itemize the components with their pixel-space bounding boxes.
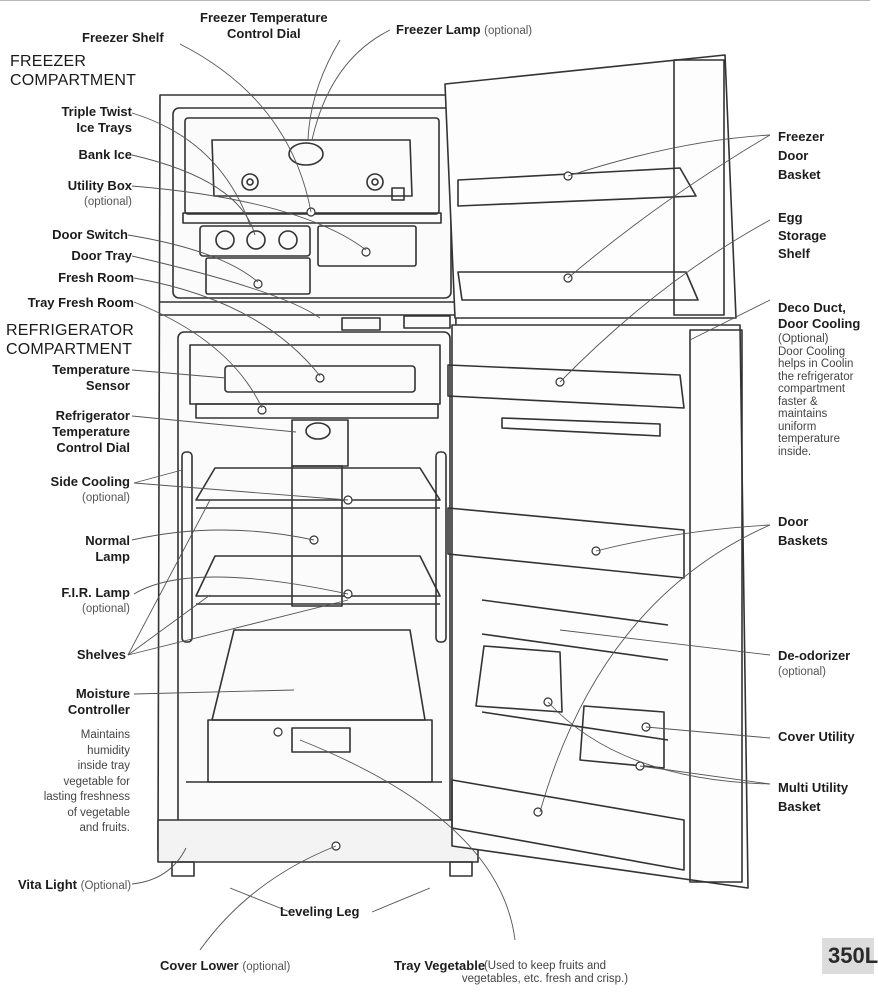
label-side-cooling: Side Cooling (optional): [50, 474, 130, 504]
label-deco-duct: Deco Duct, Door Cooling: [778, 300, 861, 331]
label-door-switch: Door Switch: [52, 227, 128, 242]
label-cover-lower: Cover Lower (optional): [160, 958, 291, 973]
label-freezer-shelf: Freezer Shelf: [82, 30, 164, 45]
label-freezer-temp-dial: Freezer Temperature Control Dial: [200, 10, 328, 41]
label-fresh-room: Fresh Room: [58, 270, 134, 285]
label-tray-fresh-room: Tray Fresh Room: [27, 295, 134, 310]
refrigerator-compartment-heading: REFRIGERATOR COMPARTMENT: [6, 322, 135, 358]
label-moisture-controller: Moisture Controller: [67, 686, 130, 717]
model-badge: 350L: [822, 938, 878, 974]
label-triple-twist-ice-trays: Triple Twist Ice Trays: [61, 104, 132, 135]
label-deco-duct-description: (Optional) Door Cooling helps in Coolin …: [778, 333, 854, 458]
label-bank-ice: Bank Ice: [78, 147, 132, 162]
label-freezer-door-basket: Freezer Door Basket: [778, 129, 825, 182]
label-tray-vegetable-description: (Used to keep fruits and vegetables, etc…: [461, 960, 629, 985]
label-refrigerator-temp-dial: Refrigerator Temperature Control Dial: [52, 408, 130, 455]
label-shelves: Shelves: [76, 647, 126, 662]
label-utility-box: Utility Box (optional): [67, 178, 132, 208]
label-tray-vegetable: Tray Vegetable: [394, 958, 486, 973]
label-door-baskets: Door Baskets: [778, 514, 828, 548]
top-rule: [0, 0, 870, 1]
label-leveling-leg: Leveling Leg: [280, 904, 360, 919]
label-temperature-sensor: Temperature Sensor: [52, 362, 130, 393]
label-freezer-lamp: Freezer Lamp (optional): [396, 22, 533, 37]
freezer-compartment-heading: FREEZER COMPARTMENT: [10, 53, 137, 89]
label-multi-utility-basket: Multi Utility Basket: [778, 780, 849, 814]
label-deodorizer: De-odorizer (optional): [778, 648, 851, 678]
label-vita-light: Vita Light (Optional): [18, 877, 132, 892]
label-cover-utility: Cover Utility: [778, 729, 855, 744]
label-egg-storage-shelf: Egg Storage Shelf: [778, 210, 827, 261]
label-door-tray: Door Tray: [71, 248, 132, 263]
label-normal-lamp: Normal Lamp: [85, 533, 130, 564]
label-fir-lamp: F.I.R. Lamp (optional): [61, 585, 130, 615]
label-moisture-description: Maintains humidity inside tray vegetable…: [43, 729, 130, 834]
